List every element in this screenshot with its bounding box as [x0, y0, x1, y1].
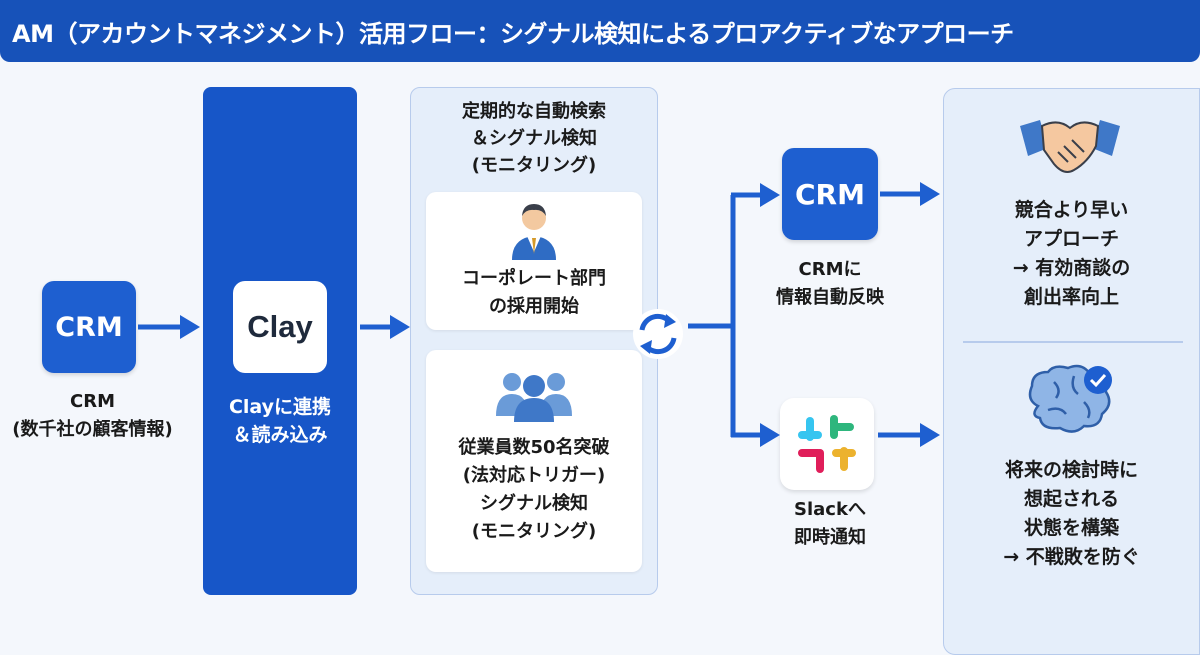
monitoring-heading: 定期的な自動検索 ＆シグナル検知 (モニタリング): [462, 101, 606, 176]
result-1-text: 競合より早い アプローチ → 有効商談の 創出率向上: [1012, 199, 1131, 308]
arrow-crm-to-result: [880, 182, 940, 206]
businessman-icon: [506, 198, 562, 260]
slack-logo: [780, 398, 874, 490]
handshake-icon: [1018, 112, 1122, 180]
crm-output-label: CRMに 情報自動反映: [776, 259, 884, 308]
crm-source-label: CRM (数千社の顧客情報): [12, 391, 173, 440]
arrow-clay-to-monitoring: [360, 315, 410, 339]
group-icon: [492, 370, 576, 422]
refresh-icon: [628, 306, 688, 362]
arrow-branch: [688, 183, 780, 447]
signal-headcount-text: 従業員数50名突破 (法対応トリガー) シグナル検知 (モニタリング): [458, 437, 610, 542]
arrow-crm-to-clay: [138, 315, 200, 339]
crm-source-logo: CRM: [42, 281, 136, 373]
result-2-text: 将来の検討時に 想起される 状態を構築 → 不戦敗を防ぐ: [1003, 459, 1140, 568]
clay-logo: Clay: [233, 281, 327, 373]
clay-label: Clayに連携 ＆読み込み: [228, 396, 332, 446]
crm-output-logo: CRM: [782, 148, 878, 240]
slack-label: Slackへ 即時通知: [794, 499, 866, 548]
brain-check-icon: [1024, 362, 1118, 438]
page-title: AM（アカウントマネジメント）活用フロー：シグナル検知によるプロアクティブなアプ…: [0, 0, 1200, 62]
signal-hiring-text: コーポレート部門 の採用開始: [462, 268, 606, 317]
results-divider: [963, 341, 1183, 343]
arrow-slack-to-result: [878, 423, 940, 447]
